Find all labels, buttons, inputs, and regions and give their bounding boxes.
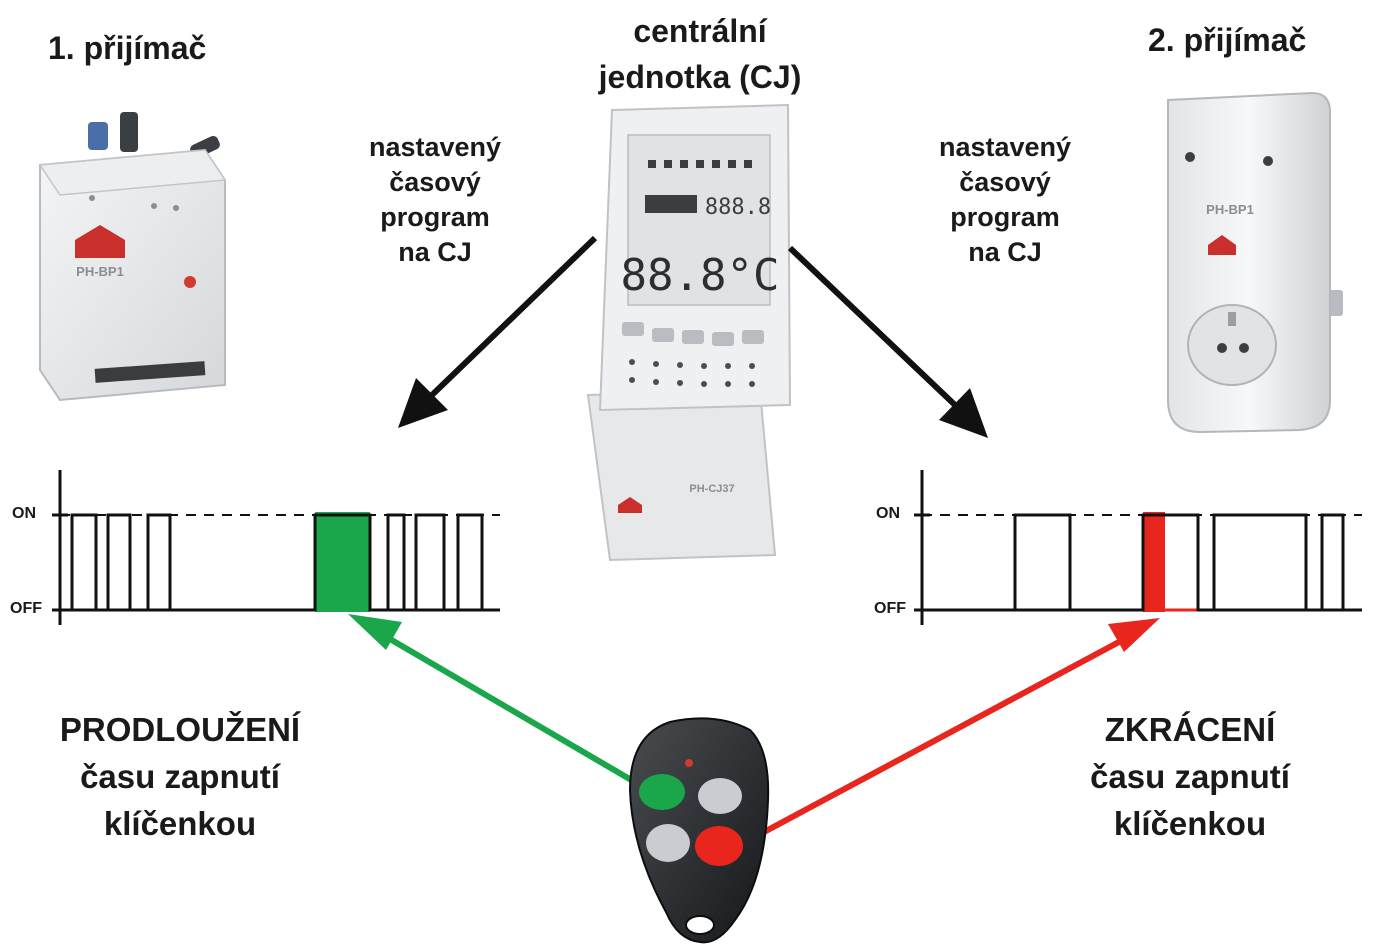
program-label-right-line: na CJ xyxy=(968,237,1042,267)
central-unit-title: centrální jednotka (CJ) xyxy=(560,8,840,100)
program-label-left-line: na CJ xyxy=(398,237,472,267)
central-display-temp: 88.8°C xyxy=(621,250,780,301)
extend-label-line: času zapnutí xyxy=(80,758,280,795)
extend-label-line: PRODLOUŽENÍ xyxy=(59,711,301,748)
key-fob-device xyxy=(628,717,770,944)
extend-label-line: klíčenkou xyxy=(103,805,257,842)
timing-left-on-label: ON xyxy=(12,505,36,522)
program-label-right-line: program xyxy=(950,202,1060,232)
shorten-label-line: klíčenkou xyxy=(1113,805,1267,842)
program-label-left-line: časový xyxy=(389,167,481,197)
timing-diagram-left xyxy=(52,470,500,625)
fob-grey-button-top xyxy=(698,778,742,814)
program-arrow-left xyxy=(398,235,598,428)
receiver1-model: PH-BP1 xyxy=(76,264,124,279)
shorten-arrow-red xyxy=(736,618,1160,849)
timing-diagram-right xyxy=(914,470,1362,625)
timing-left-off-label: OFF xyxy=(10,600,42,617)
fob-grey-button-bottom xyxy=(646,824,690,862)
receiver2-model: PH-BP1 xyxy=(1206,202,1254,217)
timing-right-shortened-pulse xyxy=(1143,512,1165,612)
central-display-small: 888.8 xyxy=(705,195,771,220)
program-arrow-right xyxy=(787,245,988,438)
program-label-left-line: nastavený xyxy=(368,132,502,162)
extend-arrow-green xyxy=(348,614,647,791)
extend-label: PRODLOUŽENÍ času zapnutí klíčenkou xyxy=(30,706,330,847)
central-model: PH-CJ37 xyxy=(689,483,734,495)
central-title-line2: jednotka (CJ) xyxy=(598,59,802,95)
central-title-line1: centrální xyxy=(633,13,767,49)
shorten-label: ZKRÁCENÍ času zapnutí klíčenkou xyxy=(1040,706,1340,847)
program-label-right-line: nastavený xyxy=(938,132,1072,162)
receiver2-device: PH-BP1 xyxy=(1167,91,1343,434)
timing-right-on-label: ON xyxy=(876,505,900,522)
receiver1-title: 1. přijímač xyxy=(48,30,207,66)
receiver1-device: PH-BP1 xyxy=(38,112,227,402)
fob-red-button xyxy=(695,826,743,866)
timing-right-waveform xyxy=(922,513,1362,612)
receiver2-title: 2. přijímač xyxy=(1148,22,1307,58)
shorten-label-line: ZKRÁCENÍ xyxy=(1104,711,1276,748)
program-label-left-line: program xyxy=(380,202,490,232)
timing-right-off-label: OFF xyxy=(874,600,906,617)
program-label-left: nastavený časový program na CJ xyxy=(335,130,535,270)
shorten-label-line: času zapnutí xyxy=(1090,758,1290,795)
program-label-right: nastavený časový program na CJ xyxy=(905,130,1105,270)
program-label-right-line: časový xyxy=(959,167,1051,197)
timing-left-waveform xyxy=(60,513,500,612)
timing-left-extended-pulse xyxy=(315,512,370,612)
fob-green-button xyxy=(639,774,685,810)
central-unit-device: PH-CJ37 888.8 88.8°C xyxy=(586,103,792,562)
